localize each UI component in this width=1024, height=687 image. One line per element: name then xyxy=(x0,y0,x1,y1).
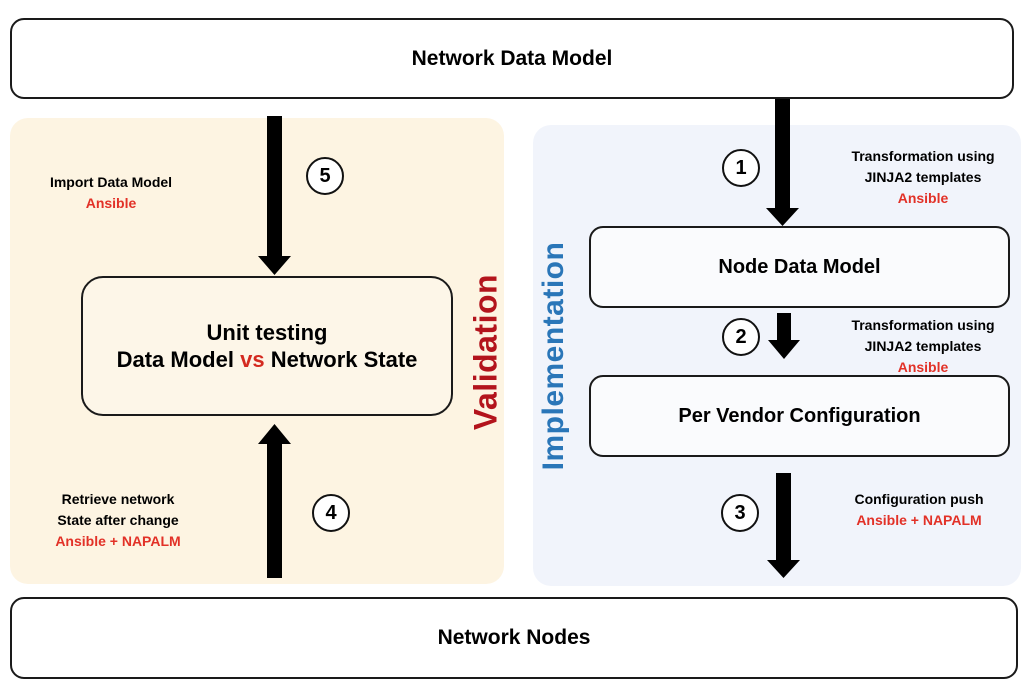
arrow-step-3 xyxy=(767,473,800,578)
step-3-line-1: Configuration push xyxy=(854,491,984,507)
network-data-model-box: Network Data Model xyxy=(10,18,1014,99)
vs-text: vs xyxy=(240,347,265,372)
implementation-section-label: Implementation xyxy=(537,241,570,471)
step-4-circle: 4 xyxy=(312,494,350,532)
network-nodes-box: Network Nodes xyxy=(10,597,1018,679)
node-data-model-label: Node Data Model xyxy=(718,255,881,278)
step-3-tool: Ansible + NAPALM xyxy=(856,512,982,528)
step-5-circle: 5 xyxy=(306,157,344,195)
network-data-model-label: Network Data Model xyxy=(411,46,613,70)
arrow-step-4 xyxy=(258,424,291,578)
step-3-circle: 3 xyxy=(721,494,759,532)
step-1-tool: Ansible xyxy=(897,190,949,206)
node-data-model-box: Node Data Model xyxy=(589,226,1010,308)
step-1-line-2: JINJA2 templates xyxy=(864,169,982,185)
step-1-line-1: Transformation using xyxy=(851,148,995,164)
step-4-tool: Ansible + NAPALM xyxy=(55,533,181,549)
step-5-annotation: Import Data Model Ansible xyxy=(50,172,172,214)
step-2-line-2: JINJA2 templates xyxy=(864,338,982,354)
arrow-step-1 xyxy=(766,98,799,226)
per-vendor-configuration-box: Per Vendor Configuration xyxy=(589,375,1010,457)
step-4-annotation: Retrieve network State after change Ansi… xyxy=(55,489,180,552)
step-2-line-1: Transformation using xyxy=(851,317,995,333)
step-2-tool: Ansible xyxy=(897,359,949,375)
step-1-circle: 1 xyxy=(722,149,760,187)
step-5-line-1: Import Data Model xyxy=(49,174,173,190)
validation-section-label: Validation xyxy=(467,273,504,431)
unit-testing-title: Unit testing xyxy=(206,319,328,345)
arrow-step-5 xyxy=(258,116,291,275)
step-5-tool: Ansible xyxy=(85,195,137,211)
arrow-step-2 xyxy=(768,313,800,359)
step-4-line-2: State after change xyxy=(57,512,179,528)
data-model-text: Data Model xyxy=(116,347,234,372)
network-nodes-label: Network Nodes xyxy=(437,626,591,649)
network-state-text: Network State xyxy=(270,347,418,372)
step-3-annotation: Configuration push Ansible + NAPALM xyxy=(854,489,983,531)
step-1-annotation: Transformation using JINJA2 templates An… xyxy=(851,146,994,209)
step-2-circle: 2 xyxy=(722,318,760,356)
unit-testing-box: Unit testing Data Model vs Network State xyxy=(81,276,453,416)
unit-testing-subtitle: Data Model vs Network State xyxy=(117,346,418,374)
per-vendor-configuration-label: Per Vendor Configuration xyxy=(678,404,921,427)
step-4-line-1: Retrieve network xyxy=(61,491,175,507)
step-2-annotation: Transformation using JINJA2 templates An… xyxy=(851,315,994,378)
